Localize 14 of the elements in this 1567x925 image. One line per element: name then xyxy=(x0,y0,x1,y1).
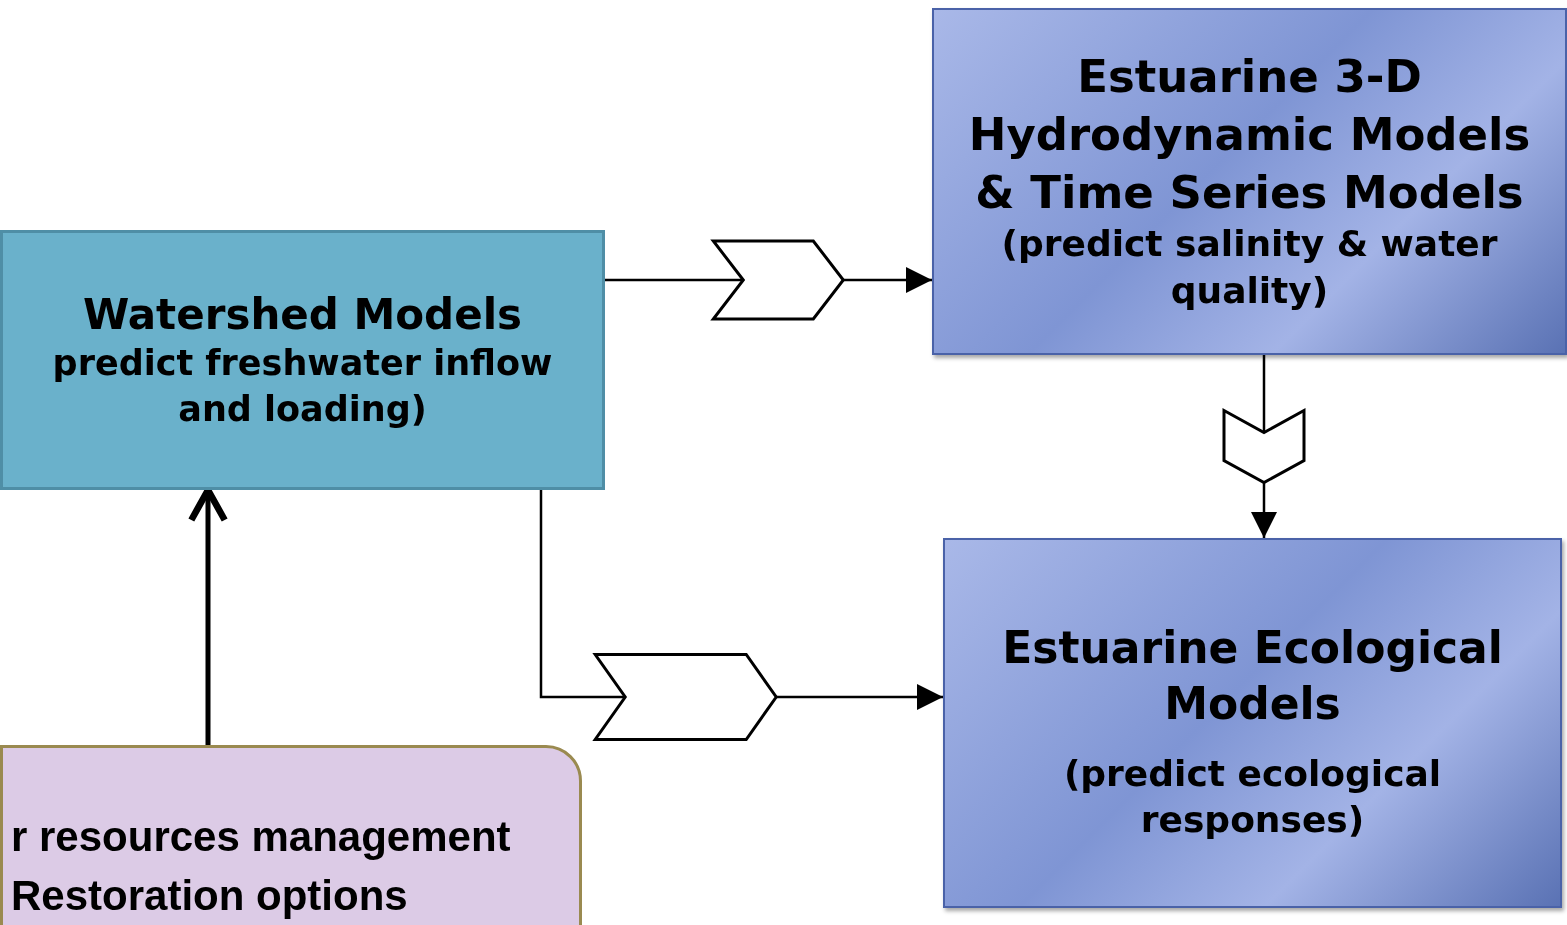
model-box xyxy=(943,538,1562,908)
box-subtitle: (predict salinity & water quality) xyxy=(1000,222,1499,313)
box-text: r resources management Restoration options xyxy=(11,812,512,921)
arrow xyxy=(1222,355,1306,538)
arrow xyxy=(539,490,943,741)
box-title: Estuarine 3-D Hydrodynamic Models & Time Series Models xyxy=(967,49,1532,221)
model-box xyxy=(0,745,582,925)
box-title: Estuarine Ecological Models xyxy=(1001,620,1504,732)
box-title: Watershed Models xyxy=(82,288,523,341)
model-box xyxy=(0,230,605,490)
box-subtitle: predict freshwater inflow and loading) xyxy=(51,342,554,431)
arrow xyxy=(605,239,932,321)
model-box xyxy=(932,8,1567,355)
box-subtitle: (predict ecological responses) xyxy=(1062,751,1443,843)
